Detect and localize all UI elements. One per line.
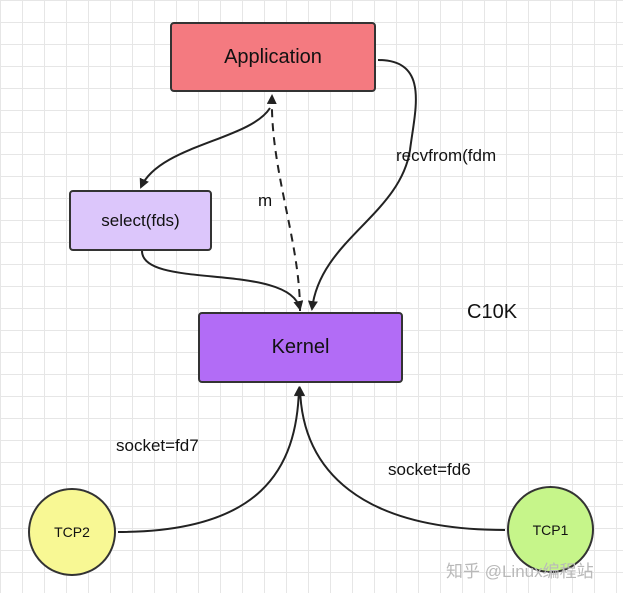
select-label: select(fds) — [101, 210, 180, 230]
tcp1-node: TCP1 — [507, 486, 594, 573]
edge-tcp2-to-kernel — [117, 386, 304, 533]
select-node: select(fds) — [69, 190, 212, 251]
edge-select-to-kernel — [141, 250, 304, 311]
recvfrom-edge-label: recvfrom(fdm — [396, 146, 497, 165]
kernel-label: Kernel — [271, 336, 330, 358]
socket-fd6-label: socket=fd6 — [388, 460, 471, 479]
edge-application-to-kernel-recvfrom — [307, 59, 417, 311]
c10k-label: C10K — [467, 301, 518, 323]
watermark: 知乎 @Linux编程站 — [446, 562, 594, 581]
application-node: Application — [170, 22, 376, 92]
tcp1-label: TCP1 — [532, 521, 569, 538]
tcp2-node: TCP2 — [28, 488, 116, 576]
edge-application-to-select — [139, 107, 271, 189]
edge-tcp1-to-kernel — [295, 386, 506, 531]
kernel-node: Kernel — [198, 312, 403, 383]
tcp2-label: TCP2 — [54, 524, 90, 540]
m-edge-label: m — [258, 191, 273, 210]
edge-kernel-to-application-dashed — [266, 94, 301, 312]
application-label: Application — [224, 45, 322, 68]
socket-fd7-label: socket=fd7 — [116, 436, 199, 455]
